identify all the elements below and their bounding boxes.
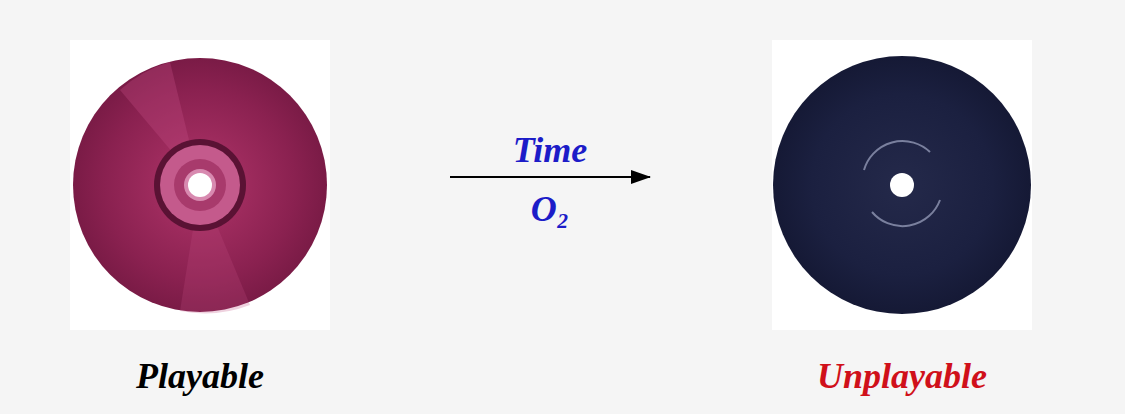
disc-hub-inner [174,159,226,211]
unplayable-disc [773,56,1031,314]
playable-disc-node: Playable [70,40,330,401]
disc-hub-arc [864,141,930,170]
image-ground [70,40,330,330]
disc-caption: Playable [136,356,264,397]
reaction-arrow [450,176,650,178]
disc-hub-arc [872,200,940,226]
image-ground [772,40,1032,330]
disc-hub [160,145,240,225]
disc-hub-ring [154,139,246,231]
disc-caption: Unplayable [817,356,987,397]
disc-hole [188,173,212,197]
arrow-label: Time [513,130,588,171]
condition-label: O₂ [531,189,570,230]
disc-hole-rim [184,169,216,201]
disc-hole [890,173,914,197]
unplayable-disc-node: Unplayable [772,40,1032,401]
